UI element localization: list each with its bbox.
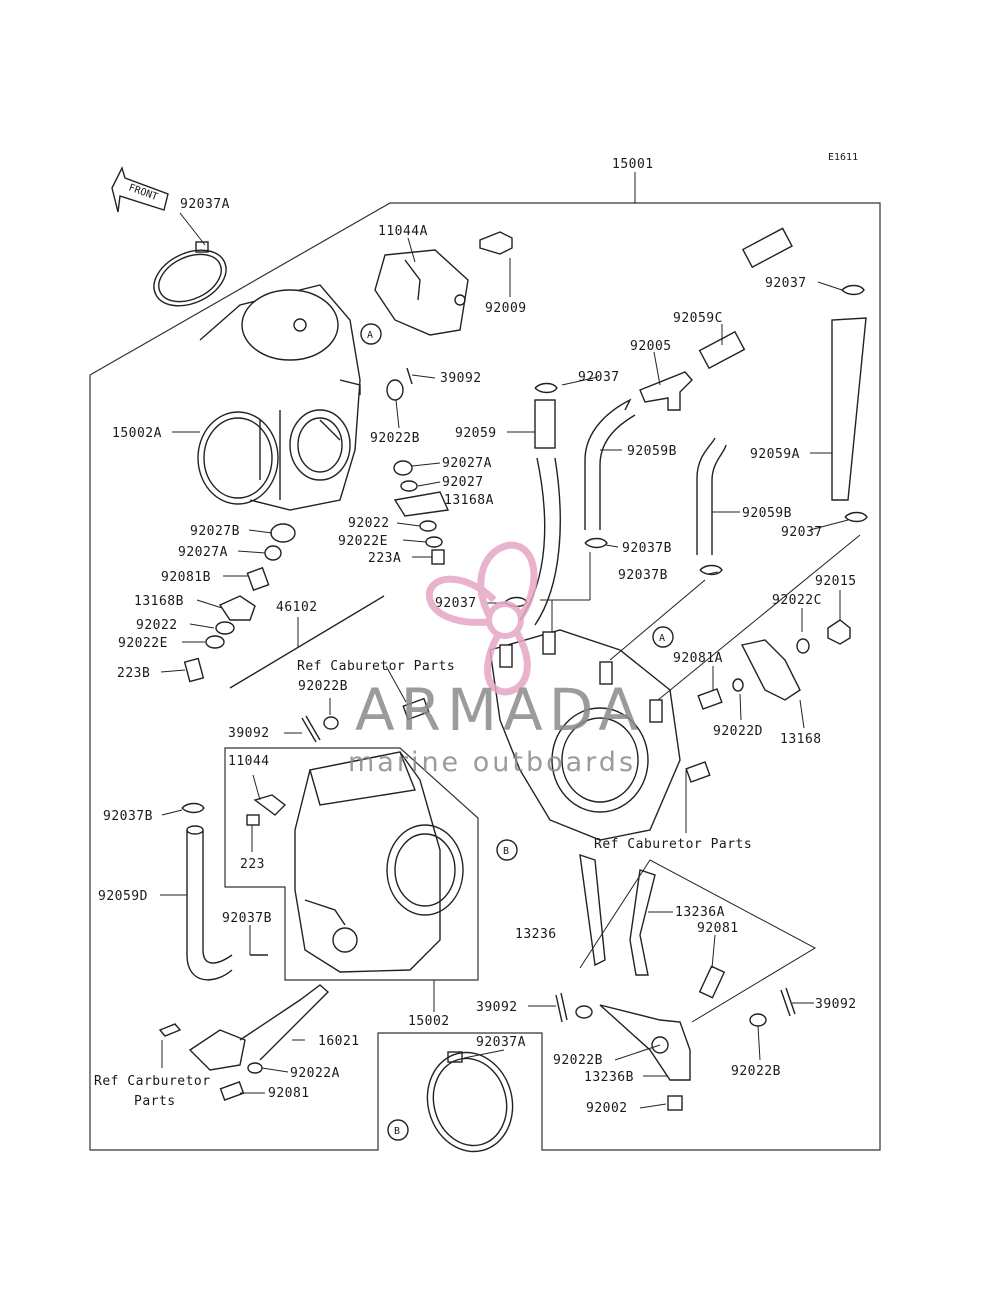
propeller-logo-icon bbox=[425, 541, 538, 696]
part-number-label: 92022D bbox=[713, 724, 763, 739]
ref-caburetor-parts-label: Ref Caburetor Parts bbox=[594, 837, 752, 852]
part-number-label: 16021 bbox=[318, 1034, 360, 1049]
part-number-label: 92059A bbox=[750, 447, 800, 462]
watermark-subtitle: marine outboards bbox=[348, 747, 636, 778]
part-number-label: 92015 bbox=[815, 574, 857, 589]
part-number-label: 46102 bbox=[276, 600, 318, 615]
part-number-label: 92002 bbox=[586, 1101, 628, 1116]
part-number-label: 39092 bbox=[815, 997, 857, 1012]
part-number-label: 92022C bbox=[772, 593, 822, 608]
part-number-label: 92037B bbox=[622, 541, 672, 556]
reference-markers: A A B B bbox=[360, 323, 674, 1141]
ref-carburetor-parts-label: Ref Carburetor bbox=[94, 1074, 211, 1089]
part-number-label: 92022 bbox=[136, 618, 178, 633]
part-number-label: 92027A bbox=[178, 545, 228, 560]
part-number-label: 92022E bbox=[338, 534, 388, 549]
part-number-label: 92081A bbox=[673, 651, 723, 666]
ref-carburetor-parts-label: Parts bbox=[134, 1094, 176, 1109]
part-number-label: 39092 bbox=[476, 1000, 518, 1015]
armada-watermark: ARMADA marine outboards bbox=[348, 541, 644, 778]
part-number-label: 92059B bbox=[627, 444, 677, 459]
part-number-label: 92037 bbox=[435, 596, 477, 611]
part-number-label: 92059C bbox=[673, 311, 723, 326]
part-number-label: 92081 bbox=[697, 921, 739, 936]
part-number-label: 223B bbox=[117, 666, 150, 681]
part-number-label: 92022B bbox=[553, 1053, 603, 1068]
callout-labels: E1611 15001 92037A 11044A 92009 92037 92… bbox=[94, 152, 858, 1116]
part-number-label: 92009 bbox=[485, 301, 527, 316]
part-number-label: 15002A bbox=[112, 426, 162, 441]
part-number-label: 39092 bbox=[440, 371, 482, 386]
marker-b: B bbox=[503, 846, 509, 857]
part-number-label: 15001 bbox=[612, 157, 654, 172]
part-number-label: 92027A bbox=[442, 456, 492, 471]
part-number-label: 92037B bbox=[222, 911, 272, 926]
part-number-label: 92059D bbox=[98, 889, 148, 904]
part-number-label: 92027B bbox=[190, 524, 240, 539]
marker-b: B bbox=[394, 1126, 400, 1137]
part-number-label: 92037A bbox=[476, 1035, 526, 1050]
part-number-label: 92022E bbox=[118, 636, 168, 651]
part-number-label: 92022B bbox=[370, 431, 420, 446]
part-number-label: 92037 bbox=[578, 370, 620, 385]
part-number-label: 92037 bbox=[781, 525, 823, 540]
part-number-label: 223A bbox=[368, 551, 401, 566]
watermark-title: ARMADA bbox=[355, 676, 644, 744]
ref-caburetor-parts-label: Ref Caburetor Parts bbox=[297, 659, 455, 674]
part-number-label: 13236A bbox=[675, 905, 725, 920]
part-number-label: 92005 bbox=[630, 339, 672, 354]
part-number-label: 39092 bbox=[228, 726, 270, 741]
part-number-label: 92037B bbox=[103, 809, 153, 824]
part-number-label: 92037 bbox=[765, 276, 807, 291]
part-number-label: 15002 bbox=[408, 1014, 450, 1029]
front-arrow-icon: FRONT bbox=[111, 166, 169, 213]
diagram-code: E1611 bbox=[828, 152, 858, 163]
part-number-label: 92059B bbox=[742, 506, 792, 521]
parts-artwork bbox=[153, 227, 868, 1153]
subframe-15002 bbox=[224, 747, 479, 981]
marker-a: A bbox=[659, 633, 665, 644]
part-number-label: 92081B bbox=[161, 570, 211, 585]
leader-lines bbox=[160, 212, 861, 1109]
part-number-label: 13236 bbox=[515, 927, 557, 942]
part-number-label: 92037A bbox=[180, 197, 230, 212]
part-number-label: 92022A bbox=[290, 1066, 340, 1081]
marker-a: A bbox=[367, 330, 373, 341]
part-number-label: 13168B bbox=[134, 594, 184, 609]
part-number-label: 11044 bbox=[228, 754, 270, 769]
part-number-label: 13168A bbox=[444, 493, 494, 508]
part-number-label: 92059 bbox=[455, 426, 497, 441]
part-number-label: 13236B bbox=[584, 1070, 634, 1085]
part-number-label: 13168 bbox=[780, 732, 822, 747]
part-number-label: 223 bbox=[240, 857, 265, 872]
part-number-label: 92037B bbox=[618, 568, 668, 583]
part-number-label: 92022B bbox=[298, 679, 348, 694]
part-number-label: 92027 bbox=[442, 475, 484, 490]
part-number-label: 92022B bbox=[731, 1064, 781, 1079]
part-number-label: 92022 bbox=[348, 516, 390, 531]
part-number-label: 11044A bbox=[378, 224, 428, 239]
part-number-label: 92081 bbox=[268, 1086, 310, 1101]
